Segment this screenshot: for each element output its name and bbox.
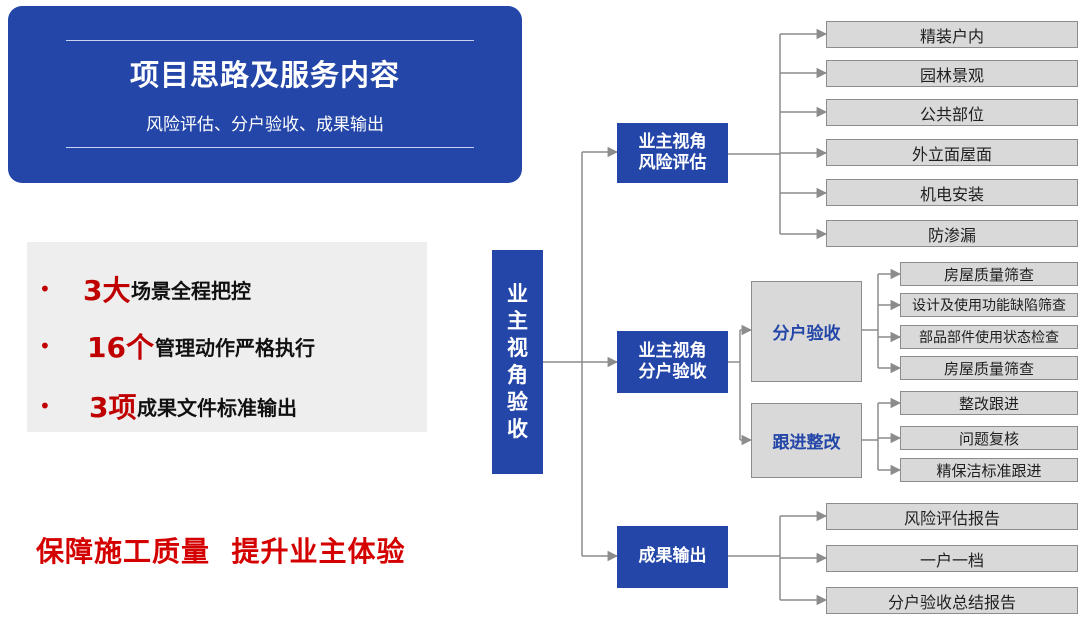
leaf-box: 设计及使用功能缺陷筛查	[900, 293, 1078, 317]
sub-node-unit-acceptance: 分户验收	[751, 281, 862, 382]
leaf-box: 问题复核	[900, 426, 1078, 450]
highlight-text: 成果文件标准输出	[137, 395, 297, 420]
leaf-box: 机电安装	[826, 179, 1078, 206]
leaf-box: 房屋质量筛查	[900, 356, 1078, 380]
leaf-box: 风险评估报告	[826, 503, 1078, 530]
leaf-box: 外立面屋面	[826, 139, 1078, 166]
highlights-panel: • 3大 场景全程把控 • 16个 管理动作严格执行 • 3项 成果文件标准输出	[27, 242, 427, 432]
leaf-box: 整改跟进	[900, 391, 1078, 415]
sub-node-follow-up: 跟进整改	[751, 403, 862, 478]
highlight-text: 场景全程把控	[131, 278, 251, 303]
page-title: 项目思路及服务内容	[129, 58, 400, 92]
branch-unit-acceptance: 业主视角 分户验收	[617, 331, 728, 393]
leaf-box: 部品部件使用状态检查	[900, 325, 1078, 349]
leaf-box: 分户验收总结报告	[826, 587, 1078, 614]
highlight-number: 3大	[83, 274, 131, 307]
slogan: 保障施工质量 提升业主体验	[36, 535, 406, 568]
leaf-box: 一户一档	[826, 545, 1078, 572]
bullet-icon: •	[39, 334, 51, 358]
leaf-box: 房屋质量筛查	[900, 262, 1078, 286]
title-bottom-divider	[66, 147, 474, 148]
leaf-box: 精保洁标准跟进	[900, 458, 1078, 482]
title-top-divider	[66, 40, 474, 41]
branch-deliverables: 成果输出	[617, 526, 728, 588]
leaf-box: 公共部位	[826, 99, 1078, 126]
highlight-number: 16个	[87, 331, 154, 364]
title-card: 项目思路及服务内容 风险评估、分户验收、成果输出	[8, 6, 522, 183]
highlight-number: 3项	[89, 391, 137, 424]
bullet-icon: •	[39, 394, 51, 418]
highlight-text: 管理动作严格执行	[155, 335, 315, 360]
leaf-box: 精装户内	[826, 21, 1078, 48]
bullet-icon: •	[39, 277, 51, 301]
leaf-box: 防渗漏	[826, 220, 1078, 247]
branch-risk-assessment: 业主视角 风险评估	[617, 123, 728, 183]
page-subtitle: 风险评估、分户验收、成果输出	[146, 115, 384, 135]
leaf-box: 园林景观	[826, 60, 1078, 87]
root-node: 业 主 视 角 验 收	[492, 250, 543, 474]
